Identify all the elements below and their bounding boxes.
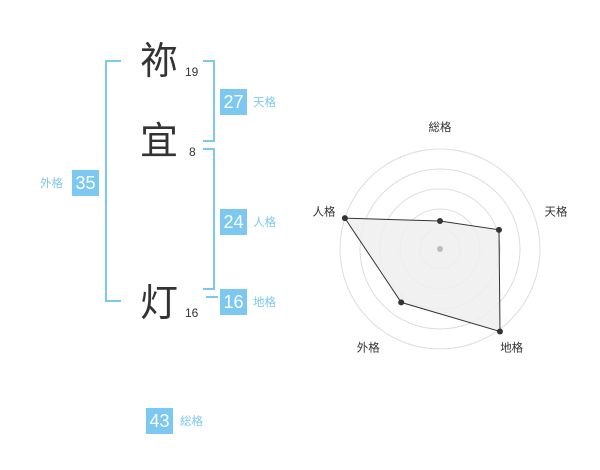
jinkaku-bracket	[203, 148, 215, 290]
chikaku-value: 16	[220, 289, 247, 315]
radar-point	[398, 299, 405, 306]
outer-bracket	[105, 60, 121, 302]
radar-points	[341, 215, 503, 335]
radar-point	[496, 328, 503, 335]
stroke-count-1: 19	[185, 65, 199, 79]
tenkaku-value: 27	[220, 89, 247, 115]
radar-grid-ring	[359, 168, 521, 330]
radar-axis-label: 天格	[545, 204, 568, 218]
jinkaku-label: 人格	[253, 215, 276, 229]
chikaku-bracket	[206, 296, 218, 298]
tenkaku-bracket	[203, 60, 215, 142]
stroke-count-2: 8	[189, 145, 196, 159]
radar-axis-label: 人格	[313, 204, 336, 218]
stroke-count-3: 16	[185, 306, 199, 320]
jinkaku-value: 24	[220, 209, 247, 235]
gaikaku-value: 35	[72, 170, 99, 196]
tenkaku-label: 天格	[253, 95, 276, 109]
radar-axis-label: 総格	[429, 120, 452, 134]
radar-axis-label: 地格	[500, 341, 523, 355]
soukaku-value: 43	[146, 408, 173, 434]
radar-point	[495, 226, 502, 233]
name-char-3: 灯	[140, 281, 179, 325]
gaikaku-label: 外格	[40, 176, 63, 190]
radar-point	[437, 218, 443, 224]
radar-axis-label: 外格	[357, 341, 380, 355]
radar-grid-ring	[339, 148, 541, 350]
chikaku-label: 地格	[253, 295, 276, 309]
soukaku-label: 総格	[180, 414, 203, 428]
radar-point	[341, 215, 348, 222]
radar-center-dot	[437, 246, 443, 252]
name-char-1: 祢	[140, 39, 179, 83]
radar-area	[343, 217, 501, 333]
name-char-2: 宜	[140, 119, 179, 163]
